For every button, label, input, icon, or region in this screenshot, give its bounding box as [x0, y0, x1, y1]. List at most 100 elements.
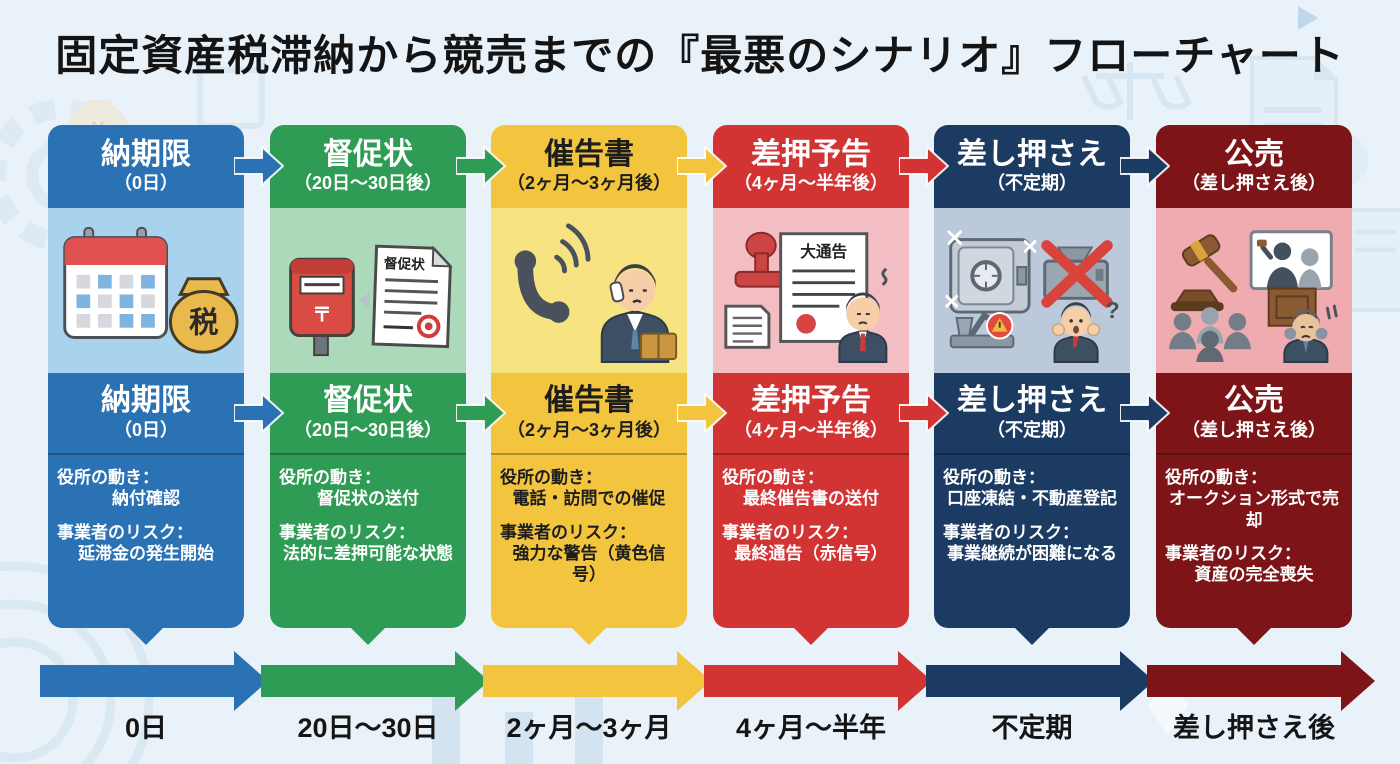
stage-title: 催告書 [544, 137, 634, 171]
business-risk-label: 事業者のリスク： [722, 522, 858, 542]
stage-subtitle: （2ヶ月〜3ヶ月後） [506, 173, 672, 194]
business-risk-value: 事業継続が困難になる [947, 543, 1117, 563]
office-action-value: 納付確認 [112, 489, 180, 509]
flow-arrow-icon [677, 393, 727, 433]
stage-title: 差し押さえ [957, 137, 1107, 171]
stage-subtitle: （不定期） [987, 173, 1077, 194]
frozen-safe-icon [945, 229, 1037, 314]
stage-mid-band: 差し押さえ （不定期） [934, 373, 1130, 453]
stage-header: 差し押さえ （不定期） [934, 125, 1130, 208]
business-risk-value: 法的に差押可能な状態 [283, 543, 453, 563]
flow-arrow-icon [677, 146, 727, 186]
office-action-label: 役所の動き： [722, 468, 824, 487]
stage-title: 公売 [1224, 137, 1284, 171]
stage-illustration: 税 [48, 208, 244, 373]
stamp-icon [734, 231, 790, 288]
office-action-value: 口座凍結・不動産登記 [947, 489, 1117, 509]
office-action-label: 役所の動き： [57, 468, 159, 487]
business-risk-value: 強力な警告（黄色信号） [512, 543, 666, 584]
calendar-icon [63, 226, 169, 339]
timeline-label: 4ヶ月〜半年 [735, 713, 887, 743]
office-action-label: 役所の動き： [500, 468, 602, 487]
stress-mark-icon [1325, 304, 1338, 319]
stage-mid-band: 督促状 （20日〜30日後） [270, 373, 466, 453]
business-risk-value: 最終通告（赤信号） [734, 543, 888, 563]
stage-subtitle: （差し押さえ後） [1182, 173, 1326, 194]
timeline-label: 0日 [124, 713, 168, 743]
timeline-arrow-icon [1147, 651, 1375, 711]
stage-title: 差押予告 [751, 137, 871, 171]
svg-text:〒: 〒 [312, 303, 332, 325]
office-action-value: 最終催告書の送付 [743, 489, 879, 509]
caller-person-icon [600, 263, 678, 363]
flow-arrow-icon [456, 393, 506, 433]
stage-illustration: ? [934, 208, 1130, 373]
stage-header: 督促状 （20日〜30日後） [270, 125, 466, 208]
gavel-icon [1170, 233, 1238, 311]
stage-payment-deadline: 納期限 （0日） [48, 125, 244, 628]
business-risk-label: 事業者のリスク： [1165, 543, 1301, 563]
audience-icon [1168, 306, 1252, 362]
office-action-label: 役所の動き： [1165, 468, 1267, 487]
stage-illustration [1156, 208, 1352, 373]
business-risk-value: 資産の完全喪失 [1194, 565, 1314, 584]
timeline-arrow-icon [261, 651, 489, 711]
snowflake-icon [945, 229, 1037, 308]
flow-arrow-icon [1120, 393, 1170, 433]
stage-details: 役所の動き： 電話・訪問での催促 事業者のリスク： 強力な警告（黄色信号） [491, 453, 687, 628]
page-title: 固定資産税滞納から競売までの『最悪のシナリオ』フローチャート [55, 32, 1345, 79]
stage-illustration: 大通告 [713, 208, 909, 373]
red-x-icon [1041, 239, 1113, 308]
stage-illustration: 〒 督促状 [270, 208, 466, 373]
circles-icon [0, 561, 154, 764]
stress-mark-icon [881, 267, 888, 286]
office-action-value: 電話・訪問での催促 [512, 489, 666, 509]
stage-title: 納期限 [101, 137, 191, 171]
office-action-label: 役所の動き： [279, 468, 381, 487]
stage-subtitle: （0日） [113, 173, 178, 194]
flow-arrow-icon [1120, 146, 1170, 186]
warning-machine-icon [949, 311, 1015, 348]
paper-icon [724, 304, 771, 349]
stage-details: 役所の動き： オークション形式で売却 事業者のリスク： 資産の完全喪失 [1156, 453, 1352, 628]
stage-seizure-notice: 差押予告 （4ヶ月〜半年後） [713, 125, 909, 628]
timeline-arrow-icon [926, 651, 1154, 711]
phone-icon [514, 222, 591, 323]
stage-mid-band: 催告書 （2ヶ月〜3ヶ月後） [491, 373, 687, 453]
svg-text:大通告: 大通告 [800, 242, 847, 261]
stage-header: 催告書 （2ヶ月〜3ヶ月後） [491, 125, 687, 208]
tax-bag-icon: 税 [169, 276, 239, 354]
stage-details: 役所の動き： 納付確認 事業者のリスク： 延滞金の発生開始 [48, 453, 244, 628]
question-mark-icon: ? [1105, 296, 1119, 322]
stage-mid-band: 公売 （差し押さえ後） [1156, 373, 1352, 453]
office-action-label: 役所の動き： [943, 468, 1045, 487]
stage-details: 役所の動き： 最終催告書の送付 事業者のリスク： 最終通告（赤信号） [713, 453, 909, 628]
stage-seizure: 差し押さえ （不定期） [934, 125, 1130, 628]
document-icon [1343, 208, 1400, 312]
business-risk-label: 事業者のリスク： [943, 522, 1079, 542]
scales-icon [1081, 62, 1192, 120]
reminder-letter-icon: 督促状 [371, 244, 453, 348]
flow-arrow-icon [899, 393, 949, 433]
notebook-icon [639, 332, 678, 360]
business-risk-label: 事業者のリスク： [500, 522, 636, 542]
stage-subtitle: （20日〜30日後） [293, 173, 443, 194]
stage-header: 差押予告 （4ヶ月〜半年後） [713, 125, 909, 208]
timeline-label: 不定期 [991, 713, 1073, 743]
timeline-label: 差し押さえ後 [1173, 713, 1335, 743]
svg-text:督促状: 督促状 [384, 254, 426, 271]
stage-public-auction: 公売 （差し押さえ後） [1156, 125, 1352, 628]
signal-waves-icon [554, 222, 591, 273]
stage-header: 納期限 （0日） [48, 125, 244, 208]
stage-mid-band: 納期限 （0日） [48, 373, 244, 453]
flow-arrow-icon [899, 146, 949, 186]
business-risk-label: 事業者のリスク： [57, 522, 193, 542]
timeline-label: 2ヶ月〜3ヶ月 [506, 713, 672, 743]
timeline-arrow-icon [483, 651, 711, 711]
seized-equipment-icon [1041, 239, 1113, 308]
postbox-icon: 〒 [289, 257, 355, 356]
timeline-label: 20日〜30日 [297, 713, 439, 743]
business-risk-value: 延滞金の発生開始 [78, 543, 214, 563]
